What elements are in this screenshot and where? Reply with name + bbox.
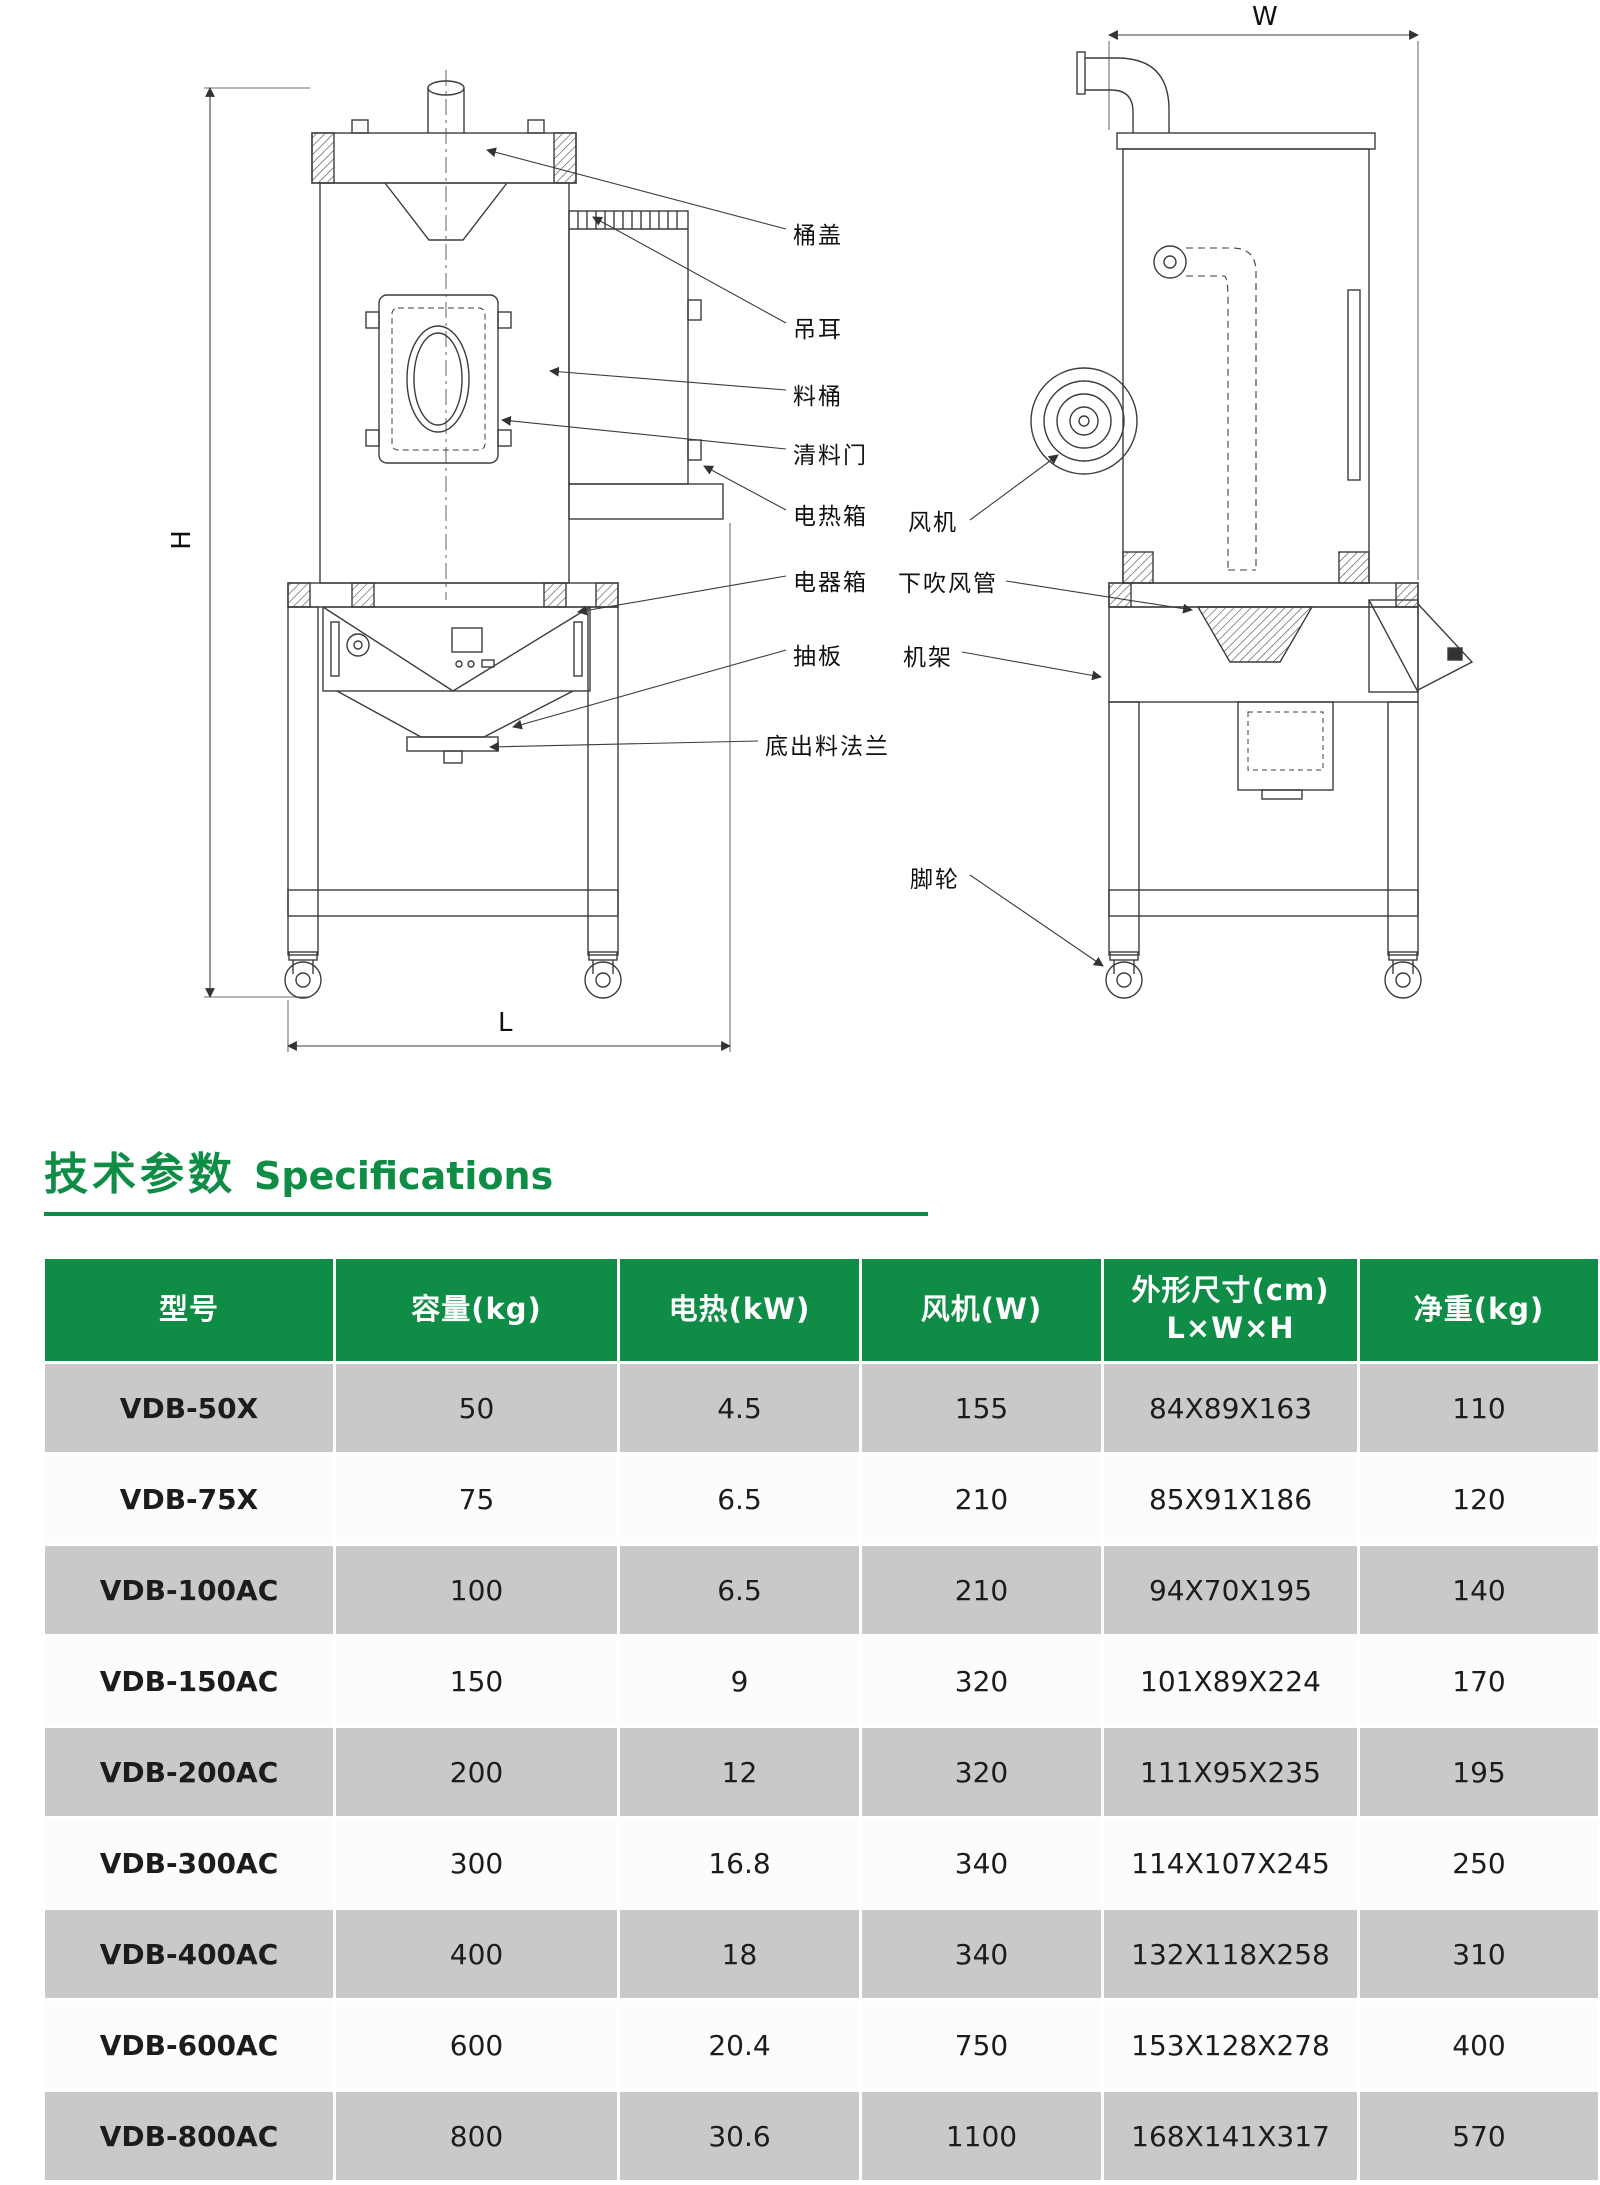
cell-heat: 16.8 bbox=[620, 1819, 859, 1907]
cell-model: VDB-600AC bbox=[45, 2001, 333, 2089]
spec-row: VDB-50X 50 4.5 155 84X89X163 110 bbox=[45, 1364, 1598, 1452]
cell-heat: 6.5 bbox=[620, 1546, 859, 1634]
cell-weight: 120 bbox=[1360, 1455, 1598, 1543]
cell-capacity: 400 bbox=[336, 1910, 617, 1998]
cell-weight: 140 bbox=[1360, 1546, 1598, 1634]
dim-label-l: L bbox=[498, 1008, 513, 1038]
header-capacity: 容量(kg) bbox=[336, 1259, 617, 1361]
cell-heat: 6.5 bbox=[620, 1455, 859, 1543]
cell-weight: 110 bbox=[1360, 1364, 1598, 1452]
front-view bbox=[284, 70, 724, 999]
cell-dims: 84X89X163 bbox=[1104, 1364, 1357, 1452]
cell-fan: 155 bbox=[862, 1364, 1101, 1452]
title-underline bbox=[44, 1212, 928, 1216]
callout-material-barrel: 料桶 bbox=[793, 384, 843, 410]
spec-row: VDB-400AC 400 18 340 132X118X258 310 bbox=[45, 1910, 1598, 1998]
cell-fan: 210 bbox=[862, 1455, 1101, 1543]
callout-heater-box: 电热箱 bbox=[793, 504, 868, 530]
cell-heat: 4.5 bbox=[620, 1364, 859, 1452]
section-title-en: Specifications bbox=[254, 1154, 554, 1198]
header-dims: 外形尺寸(cm) L×W×H bbox=[1104, 1259, 1357, 1361]
cell-heat: 9 bbox=[620, 1637, 859, 1725]
cell-model: VDB-200AC bbox=[45, 1728, 333, 1816]
cell-dims: 132X118X258 bbox=[1104, 1910, 1357, 1998]
cell-fan: 340 bbox=[862, 1819, 1101, 1907]
spec-row: VDB-600AC 600 20.4 750 153X128X278 400 bbox=[45, 2001, 1598, 2089]
cell-dims: 111X95X235 bbox=[1104, 1728, 1357, 1816]
callout-fan: 风机 bbox=[908, 510, 958, 536]
dim-label-w: W bbox=[1252, 2, 1278, 32]
spec-table: 型号 容量(kg) 电热(kW) 风机(W) 外形尺寸(cm) L×W×H 净重… bbox=[42, 1256, 1600, 2183]
cell-model: VDB-100AC bbox=[45, 1546, 333, 1634]
cell-capacity: 100 bbox=[336, 1546, 617, 1634]
callout-frame: 机架 bbox=[903, 645, 953, 671]
header-heat: 电热(kW) bbox=[620, 1259, 859, 1361]
side-view bbox=[1030, 51, 1474, 999]
cell-fan: 1100 bbox=[862, 2092, 1101, 2180]
cell-capacity: 75 bbox=[336, 1455, 617, 1543]
cell-weight: 310 bbox=[1360, 1910, 1598, 1998]
cell-weight: 195 bbox=[1360, 1728, 1598, 1816]
header-weight: 净重(kg) bbox=[1360, 1259, 1598, 1361]
spec-row: VDB-800AC 800 30.6 1100 168X141X317 570 bbox=[45, 2092, 1598, 2180]
spec-row: VDB-300AC 300 16.8 340 114X107X245 250 bbox=[45, 1819, 1598, 1907]
cell-capacity: 200 bbox=[336, 1728, 617, 1816]
section-title: 技术参数 Specifications bbox=[44, 1138, 553, 1202]
cell-heat: 30.6 bbox=[620, 2092, 859, 2180]
cell-fan: 340 bbox=[862, 1910, 1101, 1998]
callout-clean-door: 清料门 bbox=[793, 443, 868, 469]
section-title-cn: 技术参数 bbox=[44, 1149, 236, 1200]
spec-table-body: VDB-50X 50 4.5 155 84X89X163 110 VDB-75X… bbox=[45, 1364, 1598, 2180]
header-dims-sublabel: L×W×H bbox=[1166, 1311, 1295, 1345]
cell-model: VDB-75X bbox=[45, 1455, 333, 1543]
callout-lifting-ear: 吊耳 bbox=[793, 317, 843, 343]
callout-bottom-flange: 底出料法兰 bbox=[765, 734, 890, 760]
cell-model: VDB-800AC bbox=[45, 2092, 333, 2180]
spec-table-header-row: 型号 容量(kg) 电热(kW) 风机(W) 外形尺寸(cm) L×W×H 净重… bbox=[45, 1259, 1598, 1361]
cell-fan: 210 bbox=[862, 1546, 1101, 1634]
cell-fan: 750 bbox=[862, 2001, 1101, 2089]
cell-capacity: 300 bbox=[336, 1819, 617, 1907]
cell-dims: 168X141X317 bbox=[1104, 2092, 1357, 2180]
dimension-lines bbox=[204, 30, 1419, 1052]
cell-dims: 101X89X224 bbox=[1104, 1637, 1357, 1725]
dim-label-h: H bbox=[166, 530, 197, 550]
spec-row: VDB-75X 75 6.5 210 85X91X186 120 bbox=[45, 1455, 1598, 1543]
cell-model: VDB-150AC bbox=[45, 1637, 333, 1725]
callout-drawer-plate: 抽板 bbox=[793, 644, 843, 670]
header-model: 型号 bbox=[45, 1259, 333, 1361]
cell-capacity: 50 bbox=[336, 1364, 617, 1452]
callout-barrel-lid: 桶盖 bbox=[793, 223, 843, 249]
cell-weight: 400 bbox=[1360, 2001, 1598, 2089]
cell-capacity: 800 bbox=[336, 2092, 617, 2180]
header-dims-label: 外形尺寸(cm) bbox=[1131, 1273, 1330, 1308]
cell-heat: 20.4 bbox=[620, 2001, 859, 2089]
cell-model: VDB-300AC bbox=[45, 1819, 333, 1907]
cell-weight: 170 bbox=[1360, 1637, 1598, 1725]
cell-heat: 18 bbox=[620, 1910, 859, 1998]
cell-model: VDB-50X bbox=[45, 1364, 333, 1452]
cell-heat: 12 bbox=[620, 1728, 859, 1816]
cell-dims: 114X107X245 bbox=[1104, 1819, 1357, 1907]
callout-caster: 脚轮 bbox=[910, 867, 960, 893]
callout-downblow-pipe: 下吹风管 bbox=[898, 571, 998, 597]
cell-weight: 570 bbox=[1360, 2092, 1598, 2180]
cell-dims: 85X91X186 bbox=[1104, 1455, 1357, 1543]
spec-row: VDB-150AC 150 9 320 101X89X224 170 bbox=[45, 1637, 1598, 1725]
technical-drawing bbox=[204, 30, 1474, 1052]
cell-dims: 153X128X278 bbox=[1104, 2001, 1357, 2089]
cell-capacity: 600 bbox=[336, 2001, 617, 2089]
cell-capacity: 150 bbox=[336, 1637, 617, 1725]
header-fan: 风机(W) bbox=[862, 1259, 1101, 1361]
callout-electric-box: 电器箱 bbox=[793, 570, 868, 596]
cell-fan: 320 bbox=[862, 1637, 1101, 1725]
cell-weight: 250 bbox=[1360, 1819, 1598, 1907]
leader-lines bbox=[486, 147, 1193, 967]
spec-row: VDB-200AC 200 12 320 111X95X235 195 bbox=[45, 1728, 1598, 1816]
spec-row: VDB-100AC 100 6.5 210 94X70X195 140 bbox=[45, 1546, 1598, 1634]
cell-fan: 320 bbox=[862, 1728, 1101, 1816]
cell-dims: 94X70X195 bbox=[1104, 1546, 1357, 1634]
cell-model: VDB-400AC bbox=[45, 1910, 333, 1998]
